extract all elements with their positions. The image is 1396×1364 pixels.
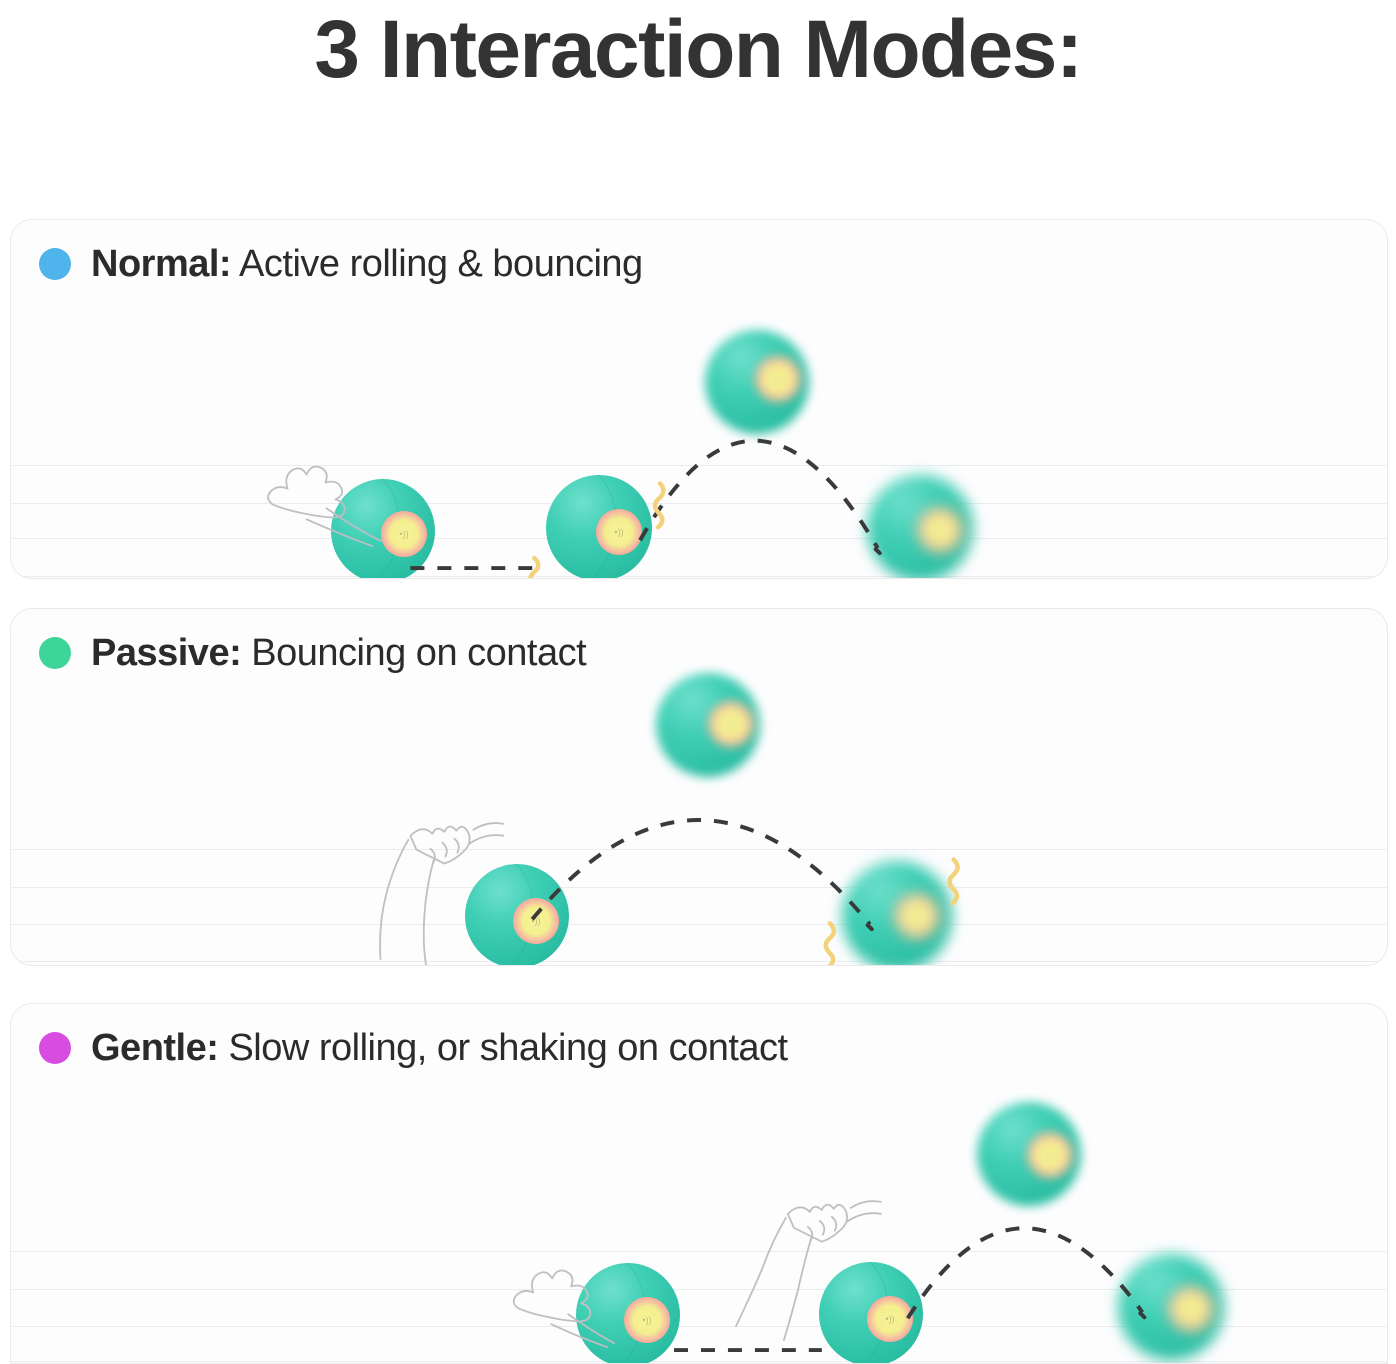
ball-glyph: •)) (642, 1314, 652, 1325)
trajectory-arc (638, 438, 880, 550)
panel-header-text: Gentle: Slow rolling, or shaking on cont… (91, 1026, 788, 1070)
mode-label: Normal: (91, 243, 232, 285)
panel-passive: Passive: Bouncing on contact •)) •)) •)) (10, 608, 1388, 966)
grid-line (11, 1251, 1387, 1252)
ball-glyph: •)) (1186, 1303, 1196, 1314)
grid-line (11, 961, 1387, 962)
motion-lines-icon (845, 1200, 882, 1223)
ball-contact: •)) (465, 864, 569, 965)
motion-lines-icon (468, 822, 505, 845)
ball-core: •)) (894, 893, 940, 939)
status-dot-gentle (39, 1032, 71, 1064)
ball-bounce-start: •)) (546, 475, 652, 578)
mode-label: Passive: (91, 632, 242, 674)
ball-apex: •)) (656, 673, 760, 777)
panel-header-text: Passive: Bouncing on contact (91, 631, 587, 675)
ball-landing: •)) (842, 861, 952, 965)
ball-glyph: •)) (726, 718, 736, 729)
status-dot-normal (39, 248, 71, 280)
page-title: 3 Interaction Modes: (314, 4, 1083, 95)
panel-gentle: Gentle: Slow rolling, or shaking on cont… (10, 1003, 1388, 1364)
ball-rolling: •)) (331, 479, 435, 578)
ball-core: •)) (755, 356, 801, 402)
grid-line (11, 849, 1387, 850)
grid-line (11, 576, 1387, 577)
grid-line (11, 1361, 1387, 1362)
ball-core: •)) (867, 1296, 913, 1342)
grid-line (11, 1326, 1387, 1327)
ball-core: •)) (381, 511, 427, 557)
ball-rolling: •)) (576, 1263, 680, 1363)
grid-line (11, 1289, 1387, 1290)
cat-paw-icon (379, 825, 471, 965)
ball-core: •)) (513, 898, 559, 944)
grid-line (11, 887, 1387, 888)
grid-line (11, 538, 1387, 539)
trajectory-arc (530, 818, 872, 926)
trajectory-arc (906, 1226, 1144, 1320)
ball-glyph: •)) (912, 910, 922, 921)
ball-core: •)) (624, 1297, 670, 1343)
ball-core: •)) (1027, 1132, 1073, 1178)
ball-landing: •)) (867, 475, 973, 578)
panel-normal: Normal: Active rolling & bouncing •)) •)… (10, 219, 1388, 579)
ball-glyph: •)) (399, 528, 409, 539)
mode-description: Slow rolling, or shaking on contact (218, 1027, 788, 1069)
ball-apex: •)) (977, 1102, 1081, 1206)
ball-glyph: •)) (614, 526, 624, 537)
mode-description: Active rolling & bouncing (231, 243, 643, 285)
ball-apex: •)) (705, 330, 809, 434)
ball-glyph: •)) (773, 373, 783, 384)
ball-glyph: •)) (935, 524, 945, 535)
ball-core: •)) (708, 701, 754, 747)
ball-glyph: •)) (531, 915, 541, 926)
ball-glyph: •)) (885, 1313, 895, 1324)
panel-header-text: Normal: Active rolling & bouncing (91, 242, 643, 286)
mode-label: Gentle: (91, 1027, 219, 1069)
ball-core: •)) (1168, 1286, 1214, 1332)
grid-line (11, 465, 1387, 466)
ball-glyph: •)) (1045, 1149, 1055, 1160)
ball-core: •)) (596, 509, 642, 555)
grid-line (11, 924, 1387, 925)
status-dot-passive (39, 637, 71, 669)
panel-header-normal: Normal: Active rolling & bouncing (39, 242, 643, 286)
panel-header-passive: Passive: Bouncing on contact (39, 631, 587, 675)
ball-core: •)) (917, 507, 963, 553)
ball-contact: •)) (819, 1262, 923, 1363)
mode-description: Bouncing on contact (241, 632, 587, 674)
grid-line (11, 503, 1387, 504)
panel-header-gentle: Gentle: Slow rolling, or shaking on cont… (39, 1026, 788, 1070)
ball-landing: •)) (1118, 1254, 1224, 1360)
